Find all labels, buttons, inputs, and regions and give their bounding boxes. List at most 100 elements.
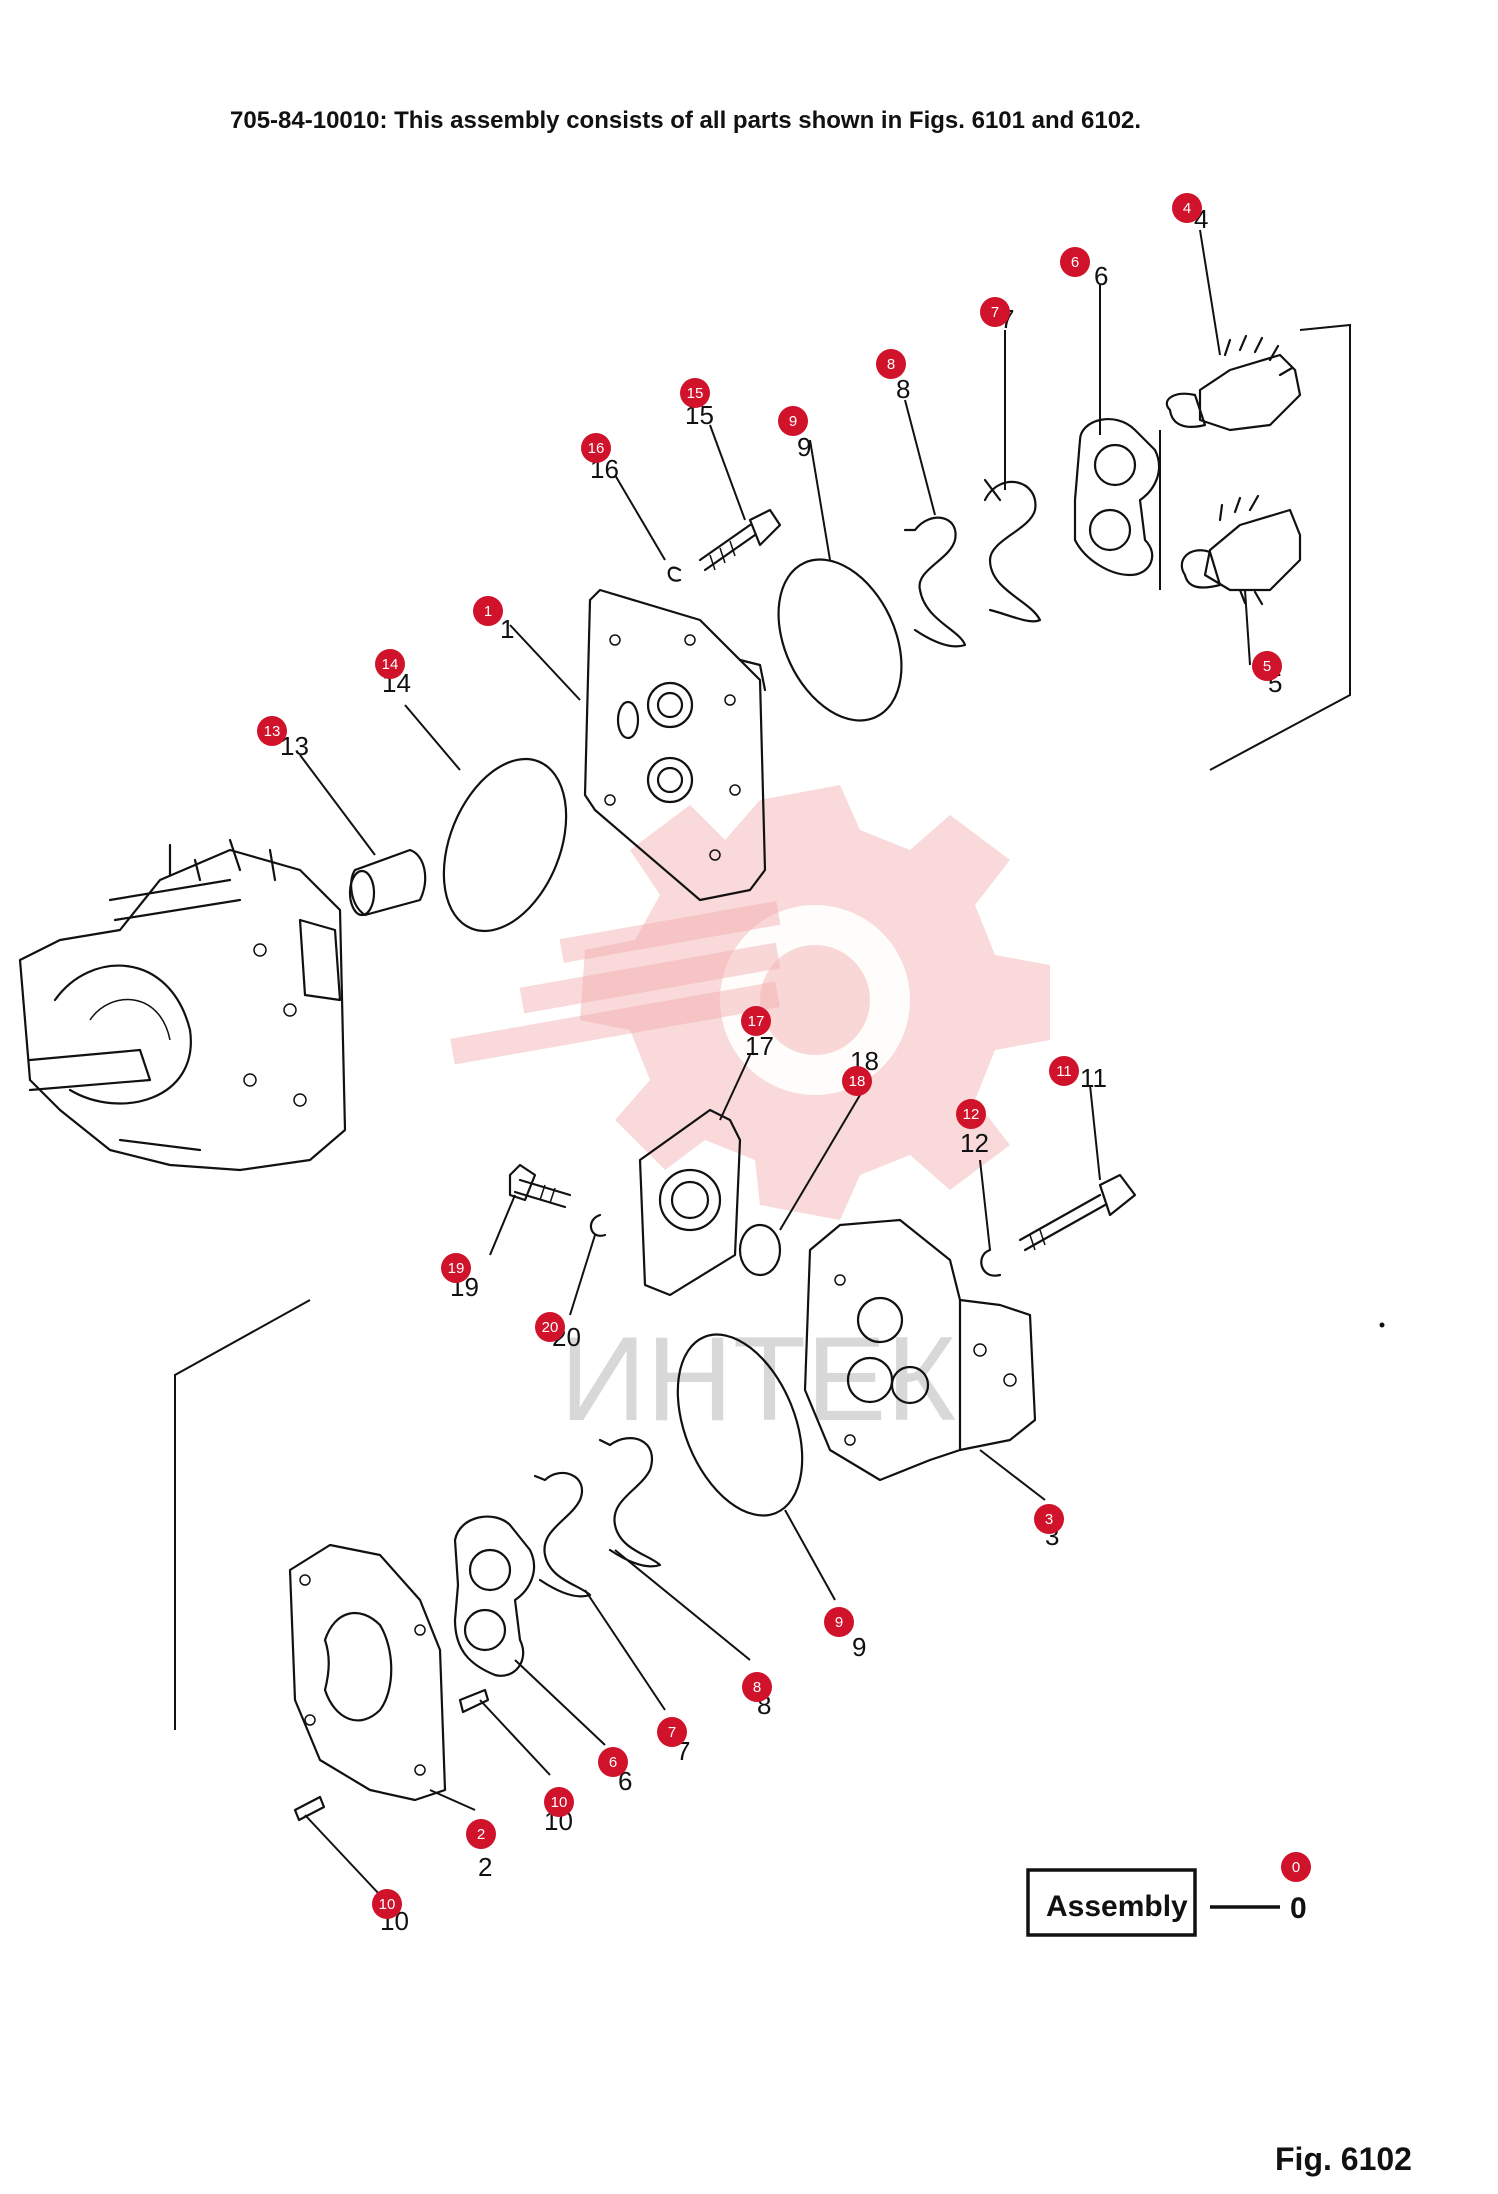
callout-15[interactable]: 15 bbox=[680, 378, 710, 408]
callout-20[interactable]: 20 bbox=[535, 1312, 565, 1342]
svg-text:9: 9 bbox=[789, 413, 797, 430]
callout-17[interactable]: 17 bbox=[741, 1006, 771, 1036]
assembly-box bbox=[1026, 1868, 1197, 1937]
svg-text:6: 6 bbox=[1071, 254, 1079, 271]
callout-11[interactable]: 11 bbox=[1049, 1056, 1079, 1086]
callout-13[interactable]: 13 bbox=[257, 716, 287, 746]
printed-12: 12 bbox=[960, 1128, 989, 1158]
assembly-label: Assembly bbox=[1046, 1890, 1188, 1923]
callout-12[interactable]: 12 bbox=[956, 1099, 986, 1129]
printed-1: 1 bbox=[500, 614, 514, 644]
callout-7-lower[interactable]: 7 bbox=[657, 1717, 687, 1747]
svg-text:10: 10 bbox=[379, 1896, 396, 1913]
part-17-flange-plate bbox=[638, 1108, 742, 1297]
svg-text:11: 11 bbox=[1056, 1063, 1072, 1080]
printed-17: 17 bbox=[745, 1031, 774, 1061]
part-1-cover-plate bbox=[583, 588, 767, 902]
svg-text:0: 0 bbox=[1292, 1859, 1300, 1876]
svg-text:6: 6 bbox=[609, 1754, 617, 1771]
stray-dot bbox=[1379, 1322, 1385, 1328]
callout-6-lower[interactable]: 6 bbox=[598, 1747, 628, 1777]
watermark-text: ИНТЕК bbox=[560, 1312, 956, 1446]
part-4-drive-gear bbox=[1165, 334, 1302, 432]
callout-18[interactable]: 18 bbox=[842, 1066, 872, 1096]
part-7-seal-clip-upper bbox=[983, 478, 1042, 623]
callout-6-upper[interactable]: 6 bbox=[1060, 247, 1090, 277]
svg-text:3: 3 bbox=[1045, 1511, 1053, 1528]
svg-text:7: 7 bbox=[991, 304, 999, 321]
callout-3[interactable]: 3 bbox=[1034, 1504, 1064, 1534]
svg-text:7: 7 bbox=[668, 1724, 676, 1741]
svg-text:5: 5 bbox=[1263, 658, 1271, 675]
callout-8-upper[interactable]: 8 bbox=[876, 349, 906, 379]
svg-text:20: 20 bbox=[542, 1319, 559, 1336]
part-6-bushing-plate-upper bbox=[1073, 418, 1161, 577]
figure-label: Fig. 6102 bbox=[1275, 2141, 1412, 2177]
part-11-bolt bbox=[1018, 1173, 1137, 1252]
part-2-gear-case bbox=[288, 1543, 447, 1802]
svg-text:4: 4 bbox=[1183, 200, 1191, 217]
printed-8-upper: 8 bbox=[896, 374, 910, 404]
callout-0[interactable]: 0 bbox=[1281, 1852, 1311, 1882]
part-7-seal-clip-lower bbox=[533, 1471, 592, 1598]
callout-1[interactable]: 1 bbox=[473, 596, 503, 626]
callout-4[interactable]: 4 bbox=[1172, 193, 1202, 223]
svg-text:17: 17 bbox=[748, 1013, 765, 1030]
svg-text:14: 14 bbox=[382, 656, 399, 673]
svg-text:8: 8 bbox=[753, 1679, 761, 1696]
callout-7-upper[interactable]: 7 bbox=[980, 297, 1010, 327]
part-10-dowel-pin-a bbox=[458, 1688, 490, 1714]
part-13-coupling bbox=[348, 848, 427, 917]
svg-text:2: 2 bbox=[477, 1826, 485, 1843]
part-19-bolt bbox=[508, 1163, 572, 1209]
svg-text:18: 18 bbox=[849, 1073, 866, 1090]
part-9-o-ring-upper bbox=[777, 558, 903, 722]
printed-11: 11 bbox=[1080, 1063, 1107, 1093]
upper-frame-line bbox=[1209, 323, 1351, 771]
printed-6-upper: 6 bbox=[1094, 261, 1108, 291]
svg-text:16: 16 bbox=[588, 440, 605, 457]
callout-9-upper[interactable]: 9 bbox=[778, 406, 808, 436]
part-9-o-ring-lower bbox=[676, 1333, 804, 1517]
pump-housing-drawing bbox=[18, 838, 347, 1172]
callout-8-lower[interactable]: 8 bbox=[742, 1672, 772, 1702]
part-12-washer bbox=[980, 1248, 1002, 1277]
printed-9-lower: 9 bbox=[852, 1632, 866, 1662]
svg-text:19: 19 bbox=[448, 1260, 465, 1277]
printed-9-upper: 9 bbox=[797, 432, 811, 462]
svg-text:8: 8 bbox=[887, 356, 895, 373]
svg-text:9: 9 bbox=[835, 1614, 843, 1631]
callout-19[interactable]: 19 bbox=[441, 1253, 471, 1283]
part-8-seal-clip-upper bbox=[903, 516, 967, 648]
svg-text:1: 1 bbox=[484, 603, 492, 620]
watermark-logo: ИНТЕК bbox=[450, 785, 1050, 1446]
svg-text:15: 15 bbox=[687, 385, 704, 402]
part-5-driven-gear bbox=[1180, 494, 1302, 606]
callout-5[interactable]: 5 bbox=[1252, 651, 1282, 681]
part-16-washer-upper bbox=[667, 566, 682, 582]
callout-9-lower[interactable]: 9 bbox=[824, 1607, 854, 1637]
part-20-washer bbox=[589, 1213, 607, 1237]
part-14-o-ring bbox=[442, 757, 568, 933]
assembly-number: 0 bbox=[1290, 1892, 1307, 1925]
part-6-bushing-plate-lower bbox=[453, 1515, 536, 1677]
svg-text:13: 13 bbox=[264, 723, 281, 740]
part-3-pump-body bbox=[803, 1218, 1037, 1482]
callout-2[interactable]: 2 bbox=[466, 1819, 496, 1849]
part-10-dowel-pin-b bbox=[293, 1795, 326, 1822]
part-18-o-ring-small bbox=[738, 1223, 782, 1277]
callout-10-a[interactable]: 10 bbox=[544, 1787, 574, 1817]
part-15-bolt-upper bbox=[698, 508, 782, 572]
svg-text:12: 12 bbox=[963, 1106, 980, 1123]
part-8-seal-clip-lower bbox=[598, 1437, 662, 1568]
callout-16[interactable]: 16 bbox=[581, 433, 611, 463]
page-title: 705-84-10010: This assembly consists of … bbox=[230, 107, 1141, 134]
printed-2: 2 bbox=[478, 1852, 492, 1882]
callouts: 4 6 7 8 15 9 16 1 14 13 5 17 18 11 12 19… bbox=[257, 193, 1311, 1919]
leader-lines bbox=[299, 229, 1251, 1896]
lower-frame-line bbox=[174, 1299, 311, 1730]
svg-text:10: 10 bbox=[551, 1794, 568, 1811]
callout-14[interactable]: 14 bbox=[375, 649, 405, 679]
callout-10-b[interactable]: 10 bbox=[372, 1889, 402, 1919]
